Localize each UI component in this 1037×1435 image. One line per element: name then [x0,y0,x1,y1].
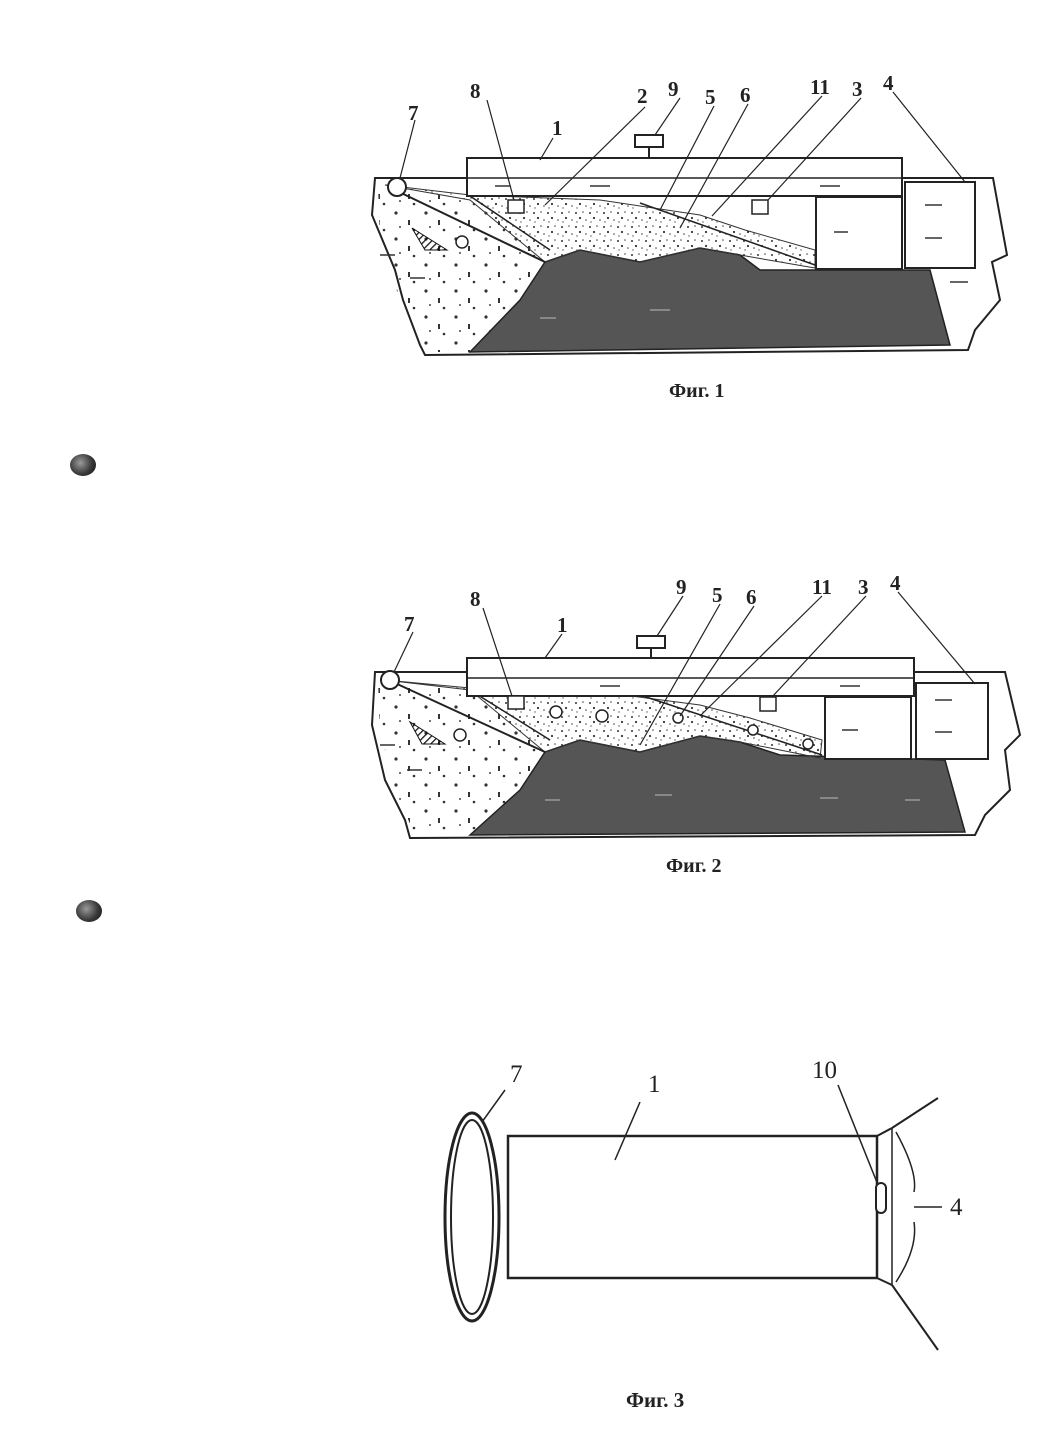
left-turbid-zone [378,185,550,352]
figure-3-caption: Фиг. 3 [626,1388,684,1412]
label-8: 8 [470,587,481,611]
label-9: 9 [676,575,687,599]
label-6: 6 [740,83,751,107]
figure-1-caption: Фиг. 1 [669,380,725,402]
hatch-10 [875,1182,887,1214]
gauge-9 [634,134,664,148]
label-1: 1 [648,1071,661,1098]
label-3: 3 [852,77,863,101]
pontoon [466,657,915,697]
roller [387,177,407,197]
ring-7-inner [450,1119,494,1315]
ring-7-outer [443,1111,501,1323]
label-11: 11 [812,575,832,599]
label-6: 6 [746,585,757,609]
sensor-3 [751,199,769,215]
figure-2-caption: Фиг. 2 [666,855,722,877]
label-5: 5 [705,85,716,109]
label-8: 8 [470,79,481,103]
label-4: 4 [883,71,894,95]
roller [380,670,400,690]
basin-outline [370,671,1022,840]
tank-4 [915,682,989,760]
sensor-8 [507,695,525,710]
label-7: 7 [404,612,415,636]
cylinder-body [506,1134,879,1280]
slurry-layer [384,184,816,269]
pontoon [466,157,903,197]
label-11: 11 [810,75,830,99]
label-7: 7 [408,101,419,125]
figure-2: 7 8 1 9 5 6 11 3 4 Фиг. 2 [370,571,1022,877]
label-1: 1 [557,613,568,637]
tank-4 [904,181,976,269]
label-4: 4 [890,571,901,595]
label-5: 5 [712,583,723,607]
label-7: 7 [510,1061,523,1088]
label-1: 1 [552,116,563,140]
label-3: 3 [858,575,869,599]
label-10: 10 [812,1057,837,1084]
gauge-9 [636,635,666,649]
tank-middle [824,696,912,760]
tank-middle [815,196,903,270]
figure-3: 7 1 10 4 Фиг. 3 [443,1057,963,1412]
label-9: 9 [668,77,679,101]
label-4: 4 [950,1194,963,1221]
sensor-3 [759,696,777,712]
punch-hole-icon [76,900,102,922]
figure-1: 7 8 1 2 9 5 6 11 3 4 Фиг. 1 [370,71,1009,402]
punch-hole-icon [70,454,96,476]
sensor-8 [507,199,525,214]
label-2: 2 [637,84,648,108]
